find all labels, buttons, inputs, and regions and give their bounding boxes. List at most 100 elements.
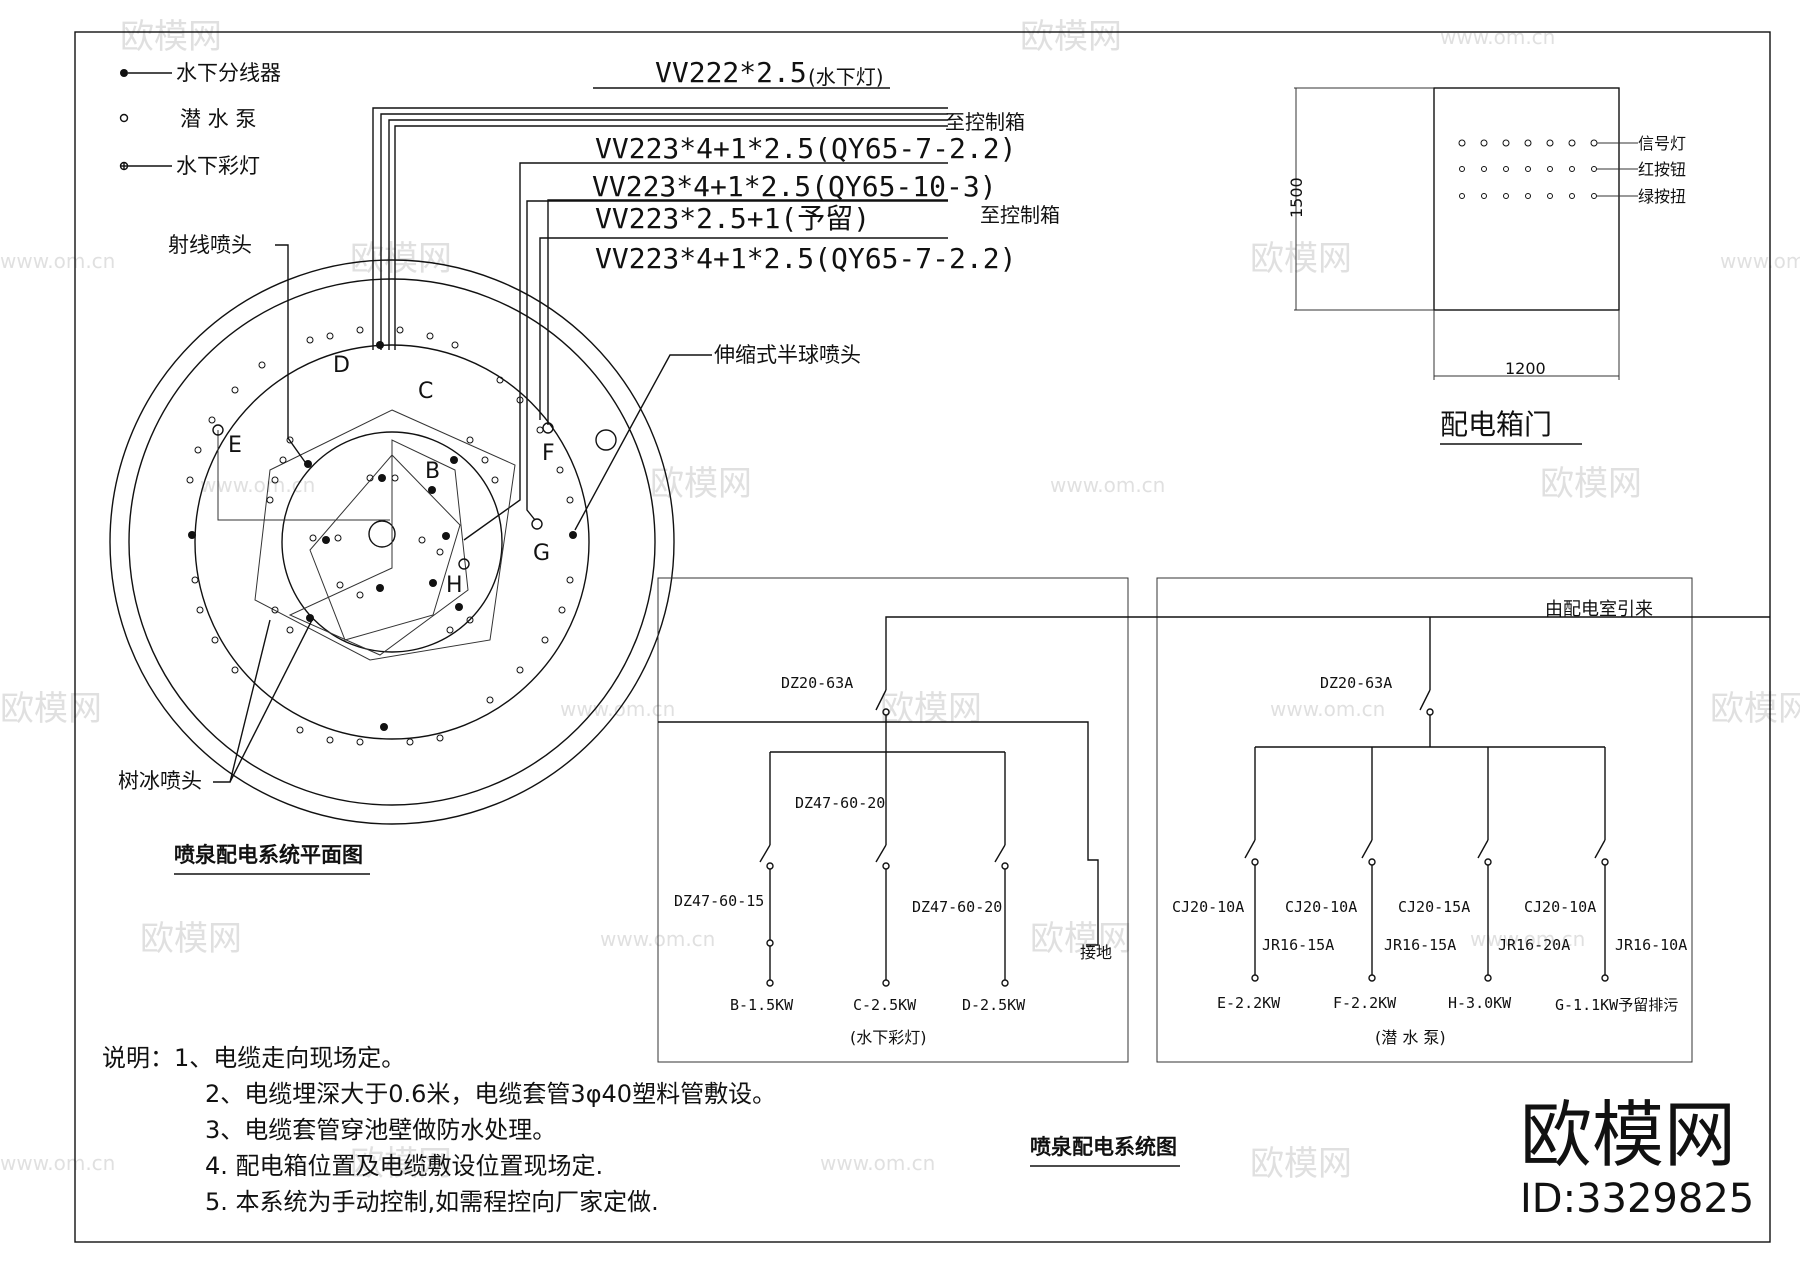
watermark: 欧模网: [0, 689, 102, 729]
watermark: 欧模网: [120, 17, 222, 57]
splitter-icon: [428, 486, 436, 494]
load-h-label: H-3.0KW: [1448, 994, 1512, 1012]
lights-panel-outline: [657, 577, 1129, 1063]
relay-g-label: JR16-10A: [1615, 936, 1687, 954]
red-button-label: 红按钮: [1638, 160, 1686, 179]
legend-pump-label: 潜 水 泵: [180, 107, 256, 131]
ring-d-nozzles: [188, 341, 577, 731]
pump-f-icon: [542, 422, 554, 434]
relay-e-label: JR16-15A: [1262, 936, 1334, 954]
callout-hemisphere-nozzle: 伸缩式半球喷头: [714, 343, 861, 367]
cable-label-2: VV223*4+1*2.5(QY65-7-2.2): [595, 132, 1016, 165]
outer-polygon: [254, 409, 516, 661]
load-g-label: G-1.1KW予留排污: [1555, 996, 1678, 1014]
note-2: 2、电缆埋深大于0.6米，电缆套管3φ40塑料管敷设。: [205, 1080, 776, 1108]
sub-breaker-c-label: DZ47-60-20: [795, 794, 885, 812]
legend-splitter-label: 水下分线器: [176, 61, 281, 85]
main-breaker-left-label: DZ20-63A: [781, 674, 853, 692]
splitter-icon: [188, 531, 196, 539]
pump-branches: [1244, 747, 1609, 982]
cable-label-1: VV222*2.5: [655, 56, 807, 89]
zone-label-h: H: [446, 573, 463, 598]
pump-e-icon: [212, 424, 224, 436]
brand-id: ID:3329825: [1520, 1176, 1754, 1222]
system-title: 喷泉配电系统图: [1030, 1135, 1177, 1159]
splitter-icon: [322, 536, 330, 544]
callout-tree-nozzle: 树冰喷头: [118, 769, 202, 793]
source-label: 由配电室引来: [1545, 599, 1653, 620]
cable-note-1: (水下灯): [808, 65, 884, 89]
signal-light-label: 信号灯: [1638, 134, 1686, 153]
note-1: 说明：1、电缆走向现场定。: [102, 1044, 405, 1072]
watermark: 欧模网: [1250, 1144, 1352, 1184]
panel-height-dim: 1500: [1287, 177, 1306, 218]
light-branches: [759, 844, 1009, 987]
contactor-h-label: CJ20-15A: [1398, 898, 1470, 916]
callout-jet-nozzle: 射线喷头: [168, 233, 252, 257]
panel-width-dim: 1200: [1505, 359, 1546, 378]
watermark: www.om.cn: [820, 1151, 935, 1175]
note-4: 4. 配电箱位置及电缆敷设位置现场定.: [205, 1152, 603, 1180]
pump-g-icon: [531, 518, 543, 530]
watermark: www.om.cn: [1270, 697, 1385, 721]
to-control-box-2: 至控制箱: [980, 203, 1060, 227]
watermark: 欧模网: [880, 689, 982, 729]
pool-inner-wall: [128, 278, 656, 806]
ring-c: [194, 344, 590, 740]
watermark: 欧模网: [1020, 17, 1122, 57]
sub-breaker-d-label: DZ47-60-20: [912, 898, 1002, 916]
plan-title: 喷泉配电系统平面图: [174, 843, 363, 867]
zone-label-g: G: [533, 541, 550, 566]
relay-f-label: JR16-15A: [1384, 936, 1456, 954]
contactor-e-label: CJ20-10A: [1172, 898, 1244, 916]
cable-label-5: VV223*4+1*2.5(QY65-7-2.2): [595, 242, 1016, 275]
splitter-icon: [380, 723, 388, 731]
load-f-label: F-2.2KW: [1333, 994, 1397, 1012]
contactor-g-label: CJ20-10A: [1524, 898, 1596, 916]
load-c-label: C-2.5KW: [853, 996, 917, 1014]
watermark: www.om.cn: [1050, 473, 1165, 497]
splitter-icon: [455, 603, 463, 611]
zone-label-c: C: [418, 379, 433, 404]
zone-label-d: D: [333, 353, 350, 378]
splitter-icon: [569, 531, 577, 539]
inner-pentagon: [309, 454, 461, 641]
watermark: 欧模网: [650, 464, 752, 504]
watermark: 欧模网: [350, 239, 452, 279]
load-b-label: B-1.5KW: [730, 996, 794, 1014]
legend: 水下分线器 潜 水 泵 水下彩灯: [119, 61, 281, 178]
watermark: www.om.cn: [200, 473, 315, 497]
to-control-box-1: 至控制箱: [945, 110, 1025, 134]
splitter-icon: [376, 584, 384, 592]
splitter-symbol-icon: [120, 69, 128, 77]
pool-outer-wall: [109, 259, 675, 825]
pump-symbol-icon: [119, 113, 129, 123]
splitter-icon: [304, 460, 312, 468]
watermark: www.om.cn: [0, 249, 115, 273]
load-e-label: E-2.2KW: [1217, 994, 1281, 1012]
watermark: 欧模网: [350, 1144, 452, 1184]
system-diagram: 由配电室引来 DZ20-63A DZ47-60-20 DZ47-60-15 DZ…: [657, 577, 1770, 1167]
splitter-icon: [429, 579, 437, 587]
cable-runs: [372, 107, 948, 541]
sub-breaker-b-label: DZ47-60-15: [674, 892, 764, 910]
notes: 说明：1、电缆走向现场定。 2、电缆埋深大于0.6米，电缆套管3φ40塑料管敷设…: [102, 1044, 776, 1216]
watermark: www.om.cn: [0, 1151, 115, 1175]
zone-label-b: B: [425, 459, 440, 484]
watermark: 欧模网: [1250, 239, 1352, 279]
watermark: www.om.cn: [1720, 249, 1800, 273]
main-breaker-right-label: DZ20-63A: [1320, 674, 1392, 692]
lights-group-label: (水下彩灯): [850, 1028, 927, 1047]
splitter-icon: [378, 474, 386, 482]
pumps-panel-outline: [1156, 577, 1693, 1063]
watermark: 欧模网: [1540, 464, 1642, 504]
cable-label-3: VV223*4+1*2.5(QY65-10-3): [592, 170, 997, 203]
cable-label-4: VV223*2.5+1(予留): [595, 202, 870, 235]
load-d-label: D-2.5KW: [962, 996, 1026, 1014]
splitter-icon: [306, 614, 314, 622]
panel-door-title: 配电箱门: [1440, 408, 1552, 441]
fountain-plan: D C E B F G H 射线喷头 伸缩式半球喷头 树冰喷头 喷泉配电系统平面…: [109, 233, 861, 875]
watermark: 欧模网: [1030, 919, 1132, 959]
hemisphere-nozzle-icon: [595, 429, 617, 451]
